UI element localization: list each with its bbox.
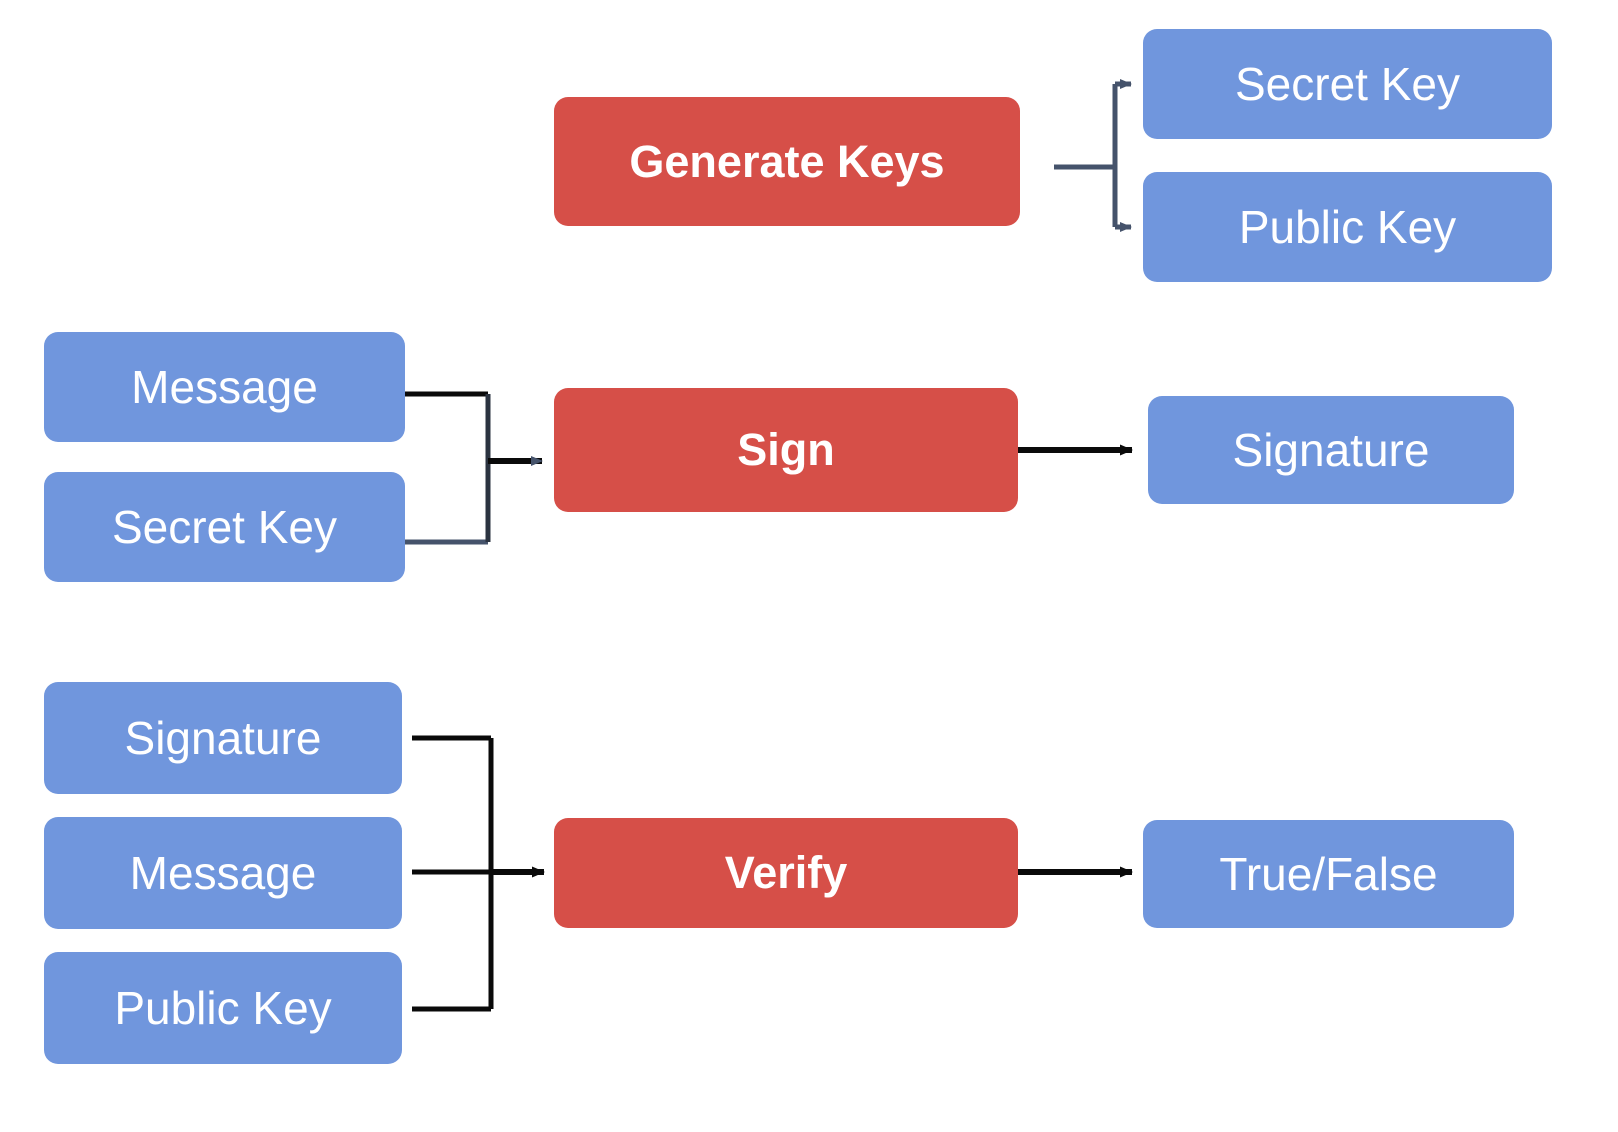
process-sign[interactable]: Sign [554,388,1018,512]
input-sign-message[interactable]: Message [44,332,405,442]
edge-sign-inputs-merge [405,391,543,545]
output-secret-key-label: Secret Key [1235,57,1460,110]
input-verify-message[interactable]: Message [44,817,402,929]
input-verify-signature[interactable]: Signature [44,682,402,794]
edge-verify-inputs-merge [412,735,545,1012]
output-true-false[interactable]: True/False [1143,820,1514,928]
process-verify-label: Verify [724,847,848,899]
process-sign-label: Sign [737,424,835,476]
input-sign-secret-key[interactable]: Secret Key [44,472,405,582]
input-verify-signature-label: Signature [124,711,322,764]
output-public-key-label: Public Key [1238,200,1457,253]
output-true-false-label: True/False [1219,847,1438,900]
output-signature[interactable]: Signature [1148,396,1514,504]
input-verify-message-label: Message [129,846,317,899]
input-sign-message-label: Message [131,360,318,413]
output-public-key[interactable]: Public Key [1143,172,1552,282]
process-generate-keys-label: Generate Keys [629,135,945,187]
input-sign-secret-key-label: Secret Key [112,500,337,553]
process-verify[interactable]: Verify [554,818,1018,928]
output-signature-label: Signature [1232,423,1430,476]
process-generate-keys[interactable]: Generate Keys [554,97,1020,226]
edge-generate-keys-fork [1054,79,1132,232]
input-verify-public-key-label: Public Key [114,981,332,1034]
output-secret-key[interactable]: Secret Key [1143,29,1552,139]
input-verify-public-key[interactable]: Public Key [44,952,402,1064]
